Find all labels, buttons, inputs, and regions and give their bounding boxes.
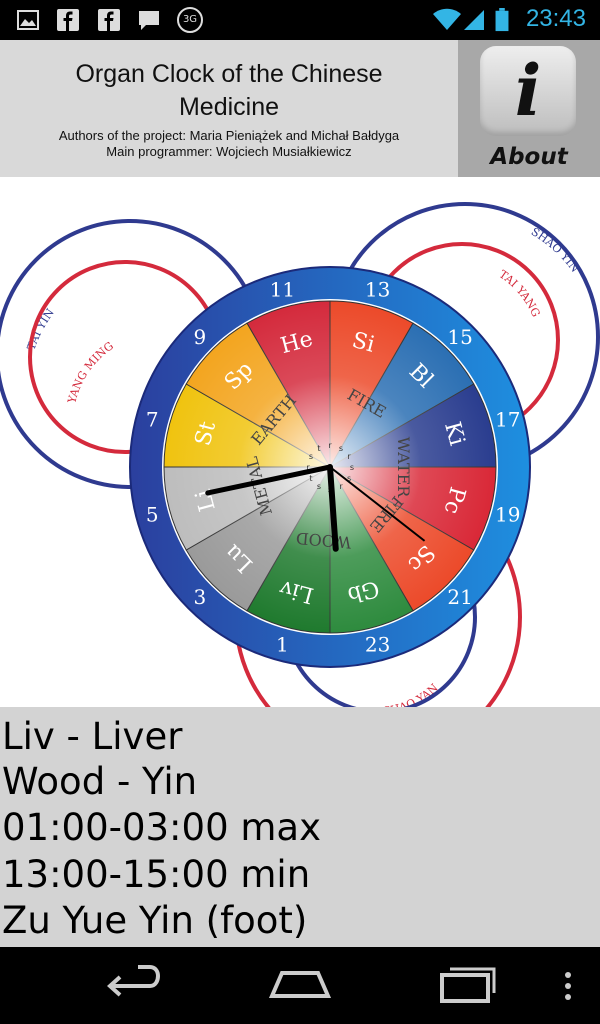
meridian-ring-label: TAI YANG bbox=[497, 268, 543, 319]
meridian-ring-label: YANG MING bbox=[65, 339, 116, 405]
max-time: 01:00-03:00 max bbox=[2, 806, 321, 849]
title-line: Medicine bbox=[178, 93, 280, 121]
signal-icon bbox=[464, 10, 484, 30]
hour-hand bbox=[205, 464, 333, 496]
inner-marker: r bbox=[339, 482, 343, 491]
hour-number: 7 bbox=[146, 407, 159, 431]
wifi-icon bbox=[433, 8, 461, 30]
status-bar: 3G 23:43 bbox=[0, 0, 600, 40]
info-glyph: i bbox=[514, 49, 542, 132]
inner-marker: t bbox=[309, 474, 312, 483]
hour-number: 19 bbox=[495, 503, 520, 527]
hour-number: 9 bbox=[194, 325, 207, 349]
image-icon bbox=[17, 10, 39, 30]
programmer-text: Main programmer: Wojciech Musiałkiewicz bbox=[106, 144, 352, 159]
hour-number: 1 bbox=[276, 633, 289, 657]
inner-marker: s bbox=[339, 444, 343, 453]
inner-marker: s bbox=[350, 463, 354, 472]
organ-name: Liv - Liver bbox=[2, 715, 183, 758]
meridian-ring-label: SHAO YIN bbox=[529, 225, 582, 275]
recent-apps-icon[interactable] bbox=[436, 947, 500, 1024]
second-hand bbox=[329, 466, 426, 542]
info-icon[interactable]: i bbox=[480, 46, 576, 136]
hour-number: 23 bbox=[365, 633, 390, 657]
facebook-icon bbox=[57, 9, 79, 31]
hour-number: 21 bbox=[447, 585, 472, 609]
organ-info-panel: Liv - Liver Wood - Yin 01:00-03:00 max 1… bbox=[0, 707, 600, 947]
navigation-bar bbox=[0, 947, 600, 1024]
inner-marker: r bbox=[306, 463, 310, 472]
hour-number: 13 bbox=[365, 277, 390, 301]
back-icon[interactable] bbox=[100, 947, 164, 1024]
menu-icon[interactable] bbox=[558, 947, 578, 1024]
hour-number: 3 bbox=[194, 585, 207, 609]
app-title: Organ Clock of the Chinese Medicine bbox=[0, 58, 458, 124]
inner-marker: s bbox=[309, 452, 313, 461]
clock-time: 23:43 bbox=[525, 5, 586, 32]
about-label: About bbox=[490, 144, 568, 170]
hour-number: 11 bbox=[270, 277, 295, 301]
hour-number: 15 bbox=[447, 325, 472, 349]
authors-text: Authors of the project: Maria Pieniążek … bbox=[58, 128, 400, 143]
facebook-icon bbox=[98, 9, 120, 31]
minute-hand bbox=[327, 464, 339, 552]
app-header: Organ Clock of the Chinese Medicine Auth… bbox=[0, 40, 600, 177]
inner-marker: s bbox=[317, 482, 321, 491]
hour-number: 5 bbox=[146, 503, 159, 527]
chat-icon bbox=[139, 11, 159, 30]
credits: Authors of the project: Maria Pieniążek … bbox=[0, 128, 458, 160]
3g-icon: 3G bbox=[177, 7, 203, 33]
min-time: 13:00-15:00 min bbox=[2, 853, 311, 896]
inner-marker: t bbox=[317, 444, 320, 453]
about-button[interactable]: i About bbox=[458, 40, 600, 177]
home-icon[interactable] bbox=[266, 947, 334, 1024]
inner-marker: s bbox=[347, 474, 351, 483]
inner-marker: r bbox=[328, 441, 332, 450]
title-line: Organ Clock of the Chinese bbox=[75, 60, 383, 88]
element-label: WATER bbox=[394, 437, 413, 499]
hour-number: 17 bbox=[495, 407, 520, 431]
battery-icon bbox=[495, 8, 509, 32]
element-polarity: Wood - Yin bbox=[2, 760, 198, 803]
inner-marker: r bbox=[347, 452, 351, 461]
meridian-name: Zu Yue Yin (foot) bbox=[2, 899, 308, 942]
